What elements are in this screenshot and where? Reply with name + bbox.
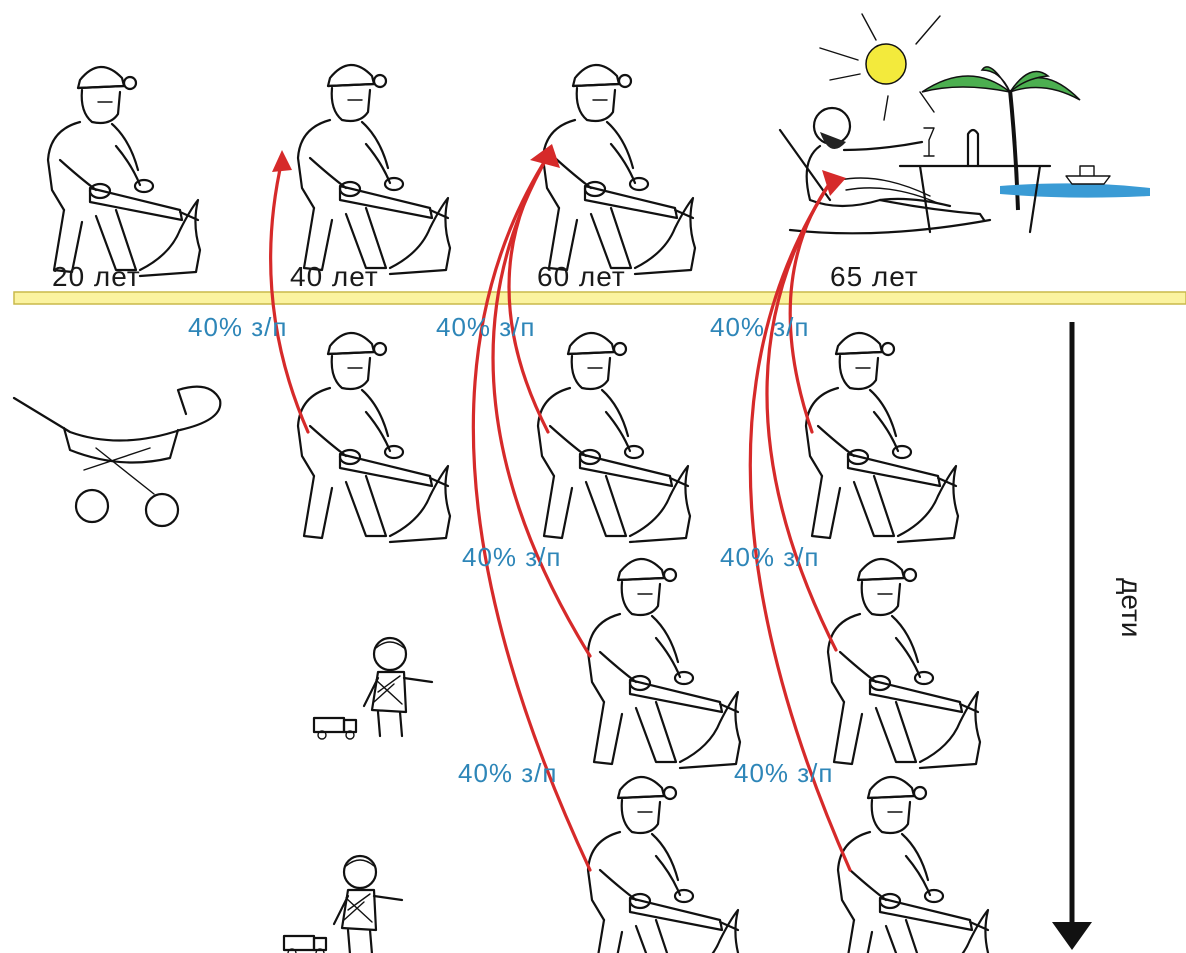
child-2-toddler [314, 638, 432, 739]
child-3-worker-at-65 [838, 777, 990, 953]
arrowhead-40 [272, 150, 292, 172]
child-1-worker-at-60 [538, 333, 690, 542]
salary-label-row1-40: 40% з/п [188, 312, 288, 342]
salary-label-row3-60: 40% з/п [458, 758, 558, 788]
salary-label-row2-60: 40% з/п [462, 542, 562, 572]
sea-icon [1000, 183, 1150, 197]
children-axis-label: дети [1116, 578, 1147, 637]
salary-label-row2-65: 40% з/п [720, 542, 820, 572]
arrow-down-icon [1052, 922, 1092, 950]
child-2-worker-at-60 [588, 559, 740, 768]
child-1-worker-at-40 [298, 333, 450, 542]
salary-label-row3-65: 40% з/п [734, 758, 834, 788]
salary-label-row1-65: 40% з/п [710, 312, 810, 342]
salary-labels: 40% з/п 40% з/п 40% з/п 40% з/п 40% з/п … [188, 312, 834, 788]
timeline-bar [14, 292, 1186, 304]
ship-icon [1066, 166, 1110, 184]
miner-age-40 [298, 65, 450, 274]
retiree-at-beach [780, 14, 1150, 233]
age-label-40: 40 лет [290, 261, 379, 292]
child-2-worker-at-65 [828, 559, 980, 768]
salary-label-row1-60: 40% з/п [436, 312, 536, 342]
child-3-toddler [284, 856, 402, 953]
age-label-65: 65 лет [830, 261, 919, 292]
arrow-child2-to-parent65 [767, 180, 836, 650]
child-3-worker-at-60 [588, 777, 740, 953]
age-label-60: 60 лет [537, 261, 626, 292]
sun-icon [866, 44, 906, 84]
children-axis: дети [1052, 322, 1147, 950]
age-label-20: 20 лет [52, 261, 141, 292]
miner-age-20 [48, 67, 200, 276]
miner-age-60 [543, 65, 695, 274]
child-1-worker-at-65 [806, 333, 958, 542]
baby-stroller-icon [14, 387, 220, 526]
